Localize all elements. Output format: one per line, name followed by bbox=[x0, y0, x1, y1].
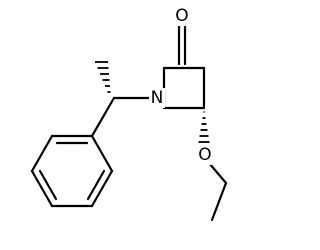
structure-diagram: O N O bbox=[30, 6, 228, 222]
carbonyl-oxygen-label: O bbox=[175, 6, 188, 26]
carbonyl-double-bond bbox=[177, 24, 187, 66]
ring-bond-5 bbox=[30, 134, 54, 173]
atom-label-ring-nitrogen: N bbox=[149, 88, 165, 108]
hashed-wedge-ethoxy bbox=[198, 111, 210, 143]
atom-label-carbonyl-oxygen: O bbox=[174, 6, 190, 26]
bond-chiral-ch-phenyl bbox=[90, 96, 116, 138]
molecule-svg: O N O bbox=[30, 6, 228, 222]
lactam-ring bbox=[162, 66, 206, 110]
ring-bond-4 bbox=[30, 169, 54, 208]
ring-bond-2 bbox=[90, 169, 114, 208]
ring-double-bond-right bbox=[86, 169, 106, 201]
ring-bond-1 bbox=[90, 134, 114, 173]
ether-oxygen-label: O bbox=[198, 145, 211, 165]
ethyl-chain bbox=[207, 161, 228, 222]
phenyl-ring bbox=[30, 134, 114, 208]
bond-ch2-ch3 bbox=[210, 181, 228, 222]
hashed-wedge-methyl bbox=[95, 61, 111, 93]
bond-o-ch2 bbox=[207, 161, 228, 185]
ring-nitrogen-label: N bbox=[151, 88, 164, 108]
atom-label-ether-oxygen: O bbox=[197, 145, 213, 165]
ring-double-bond-left bbox=[38, 169, 58, 201]
